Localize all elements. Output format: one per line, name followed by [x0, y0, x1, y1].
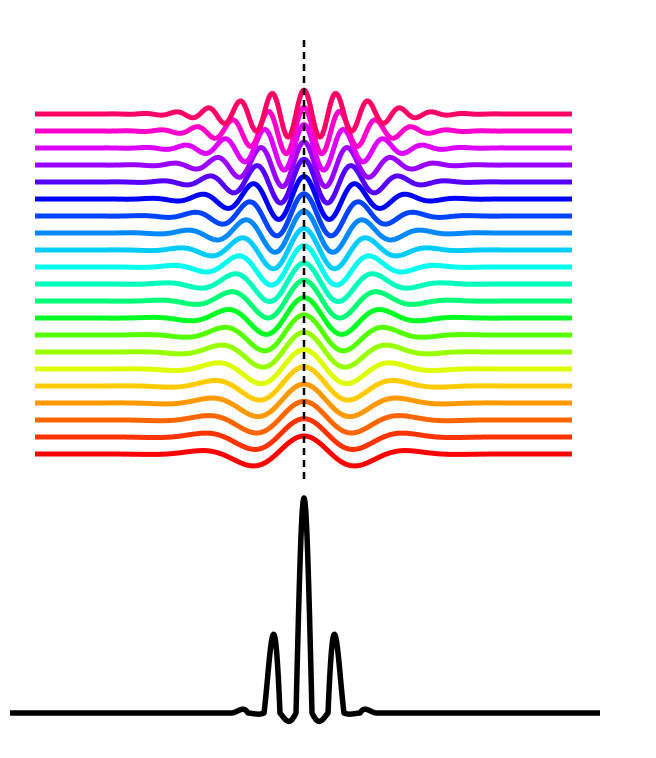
wavetrain-4	[33, 381, 574, 420]
wavetrain-6	[33, 347, 574, 387]
wavetrain-20	[33, 104, 574, 157]
wavetrain-11	[33, 260, 574, 305]
wavetrain-13	[33, 225, 574, 272]
wavetrain-stack	[33, 87, 574, 469]
wavetrain-8	[33, 312, 574, 354]
wavetrain-17	[33, 156, 574, 206]
wavetrain-15	[33, 191, 574, 239]
superposition-curve	[7, 495, 603, 725]
